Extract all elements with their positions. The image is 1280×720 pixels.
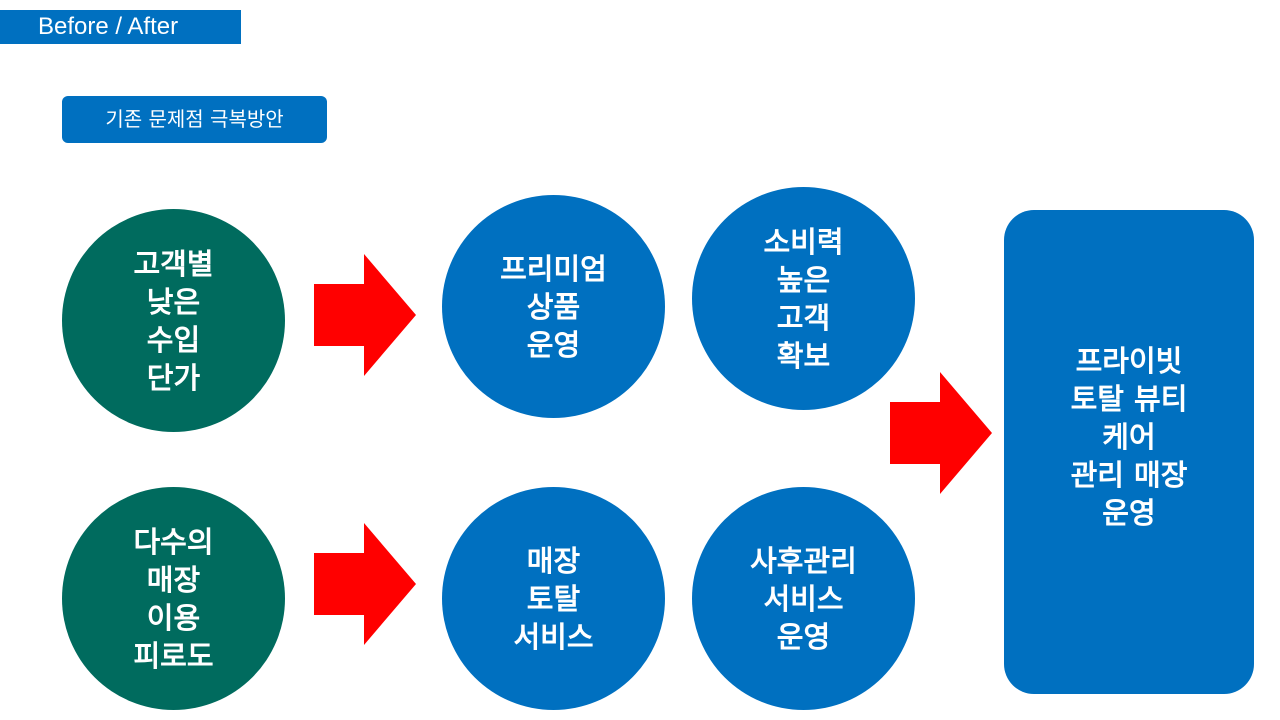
solution-circle-high-spending-customers: 소비력 높은 고객 확보 — [692, 187, 915, 410]
solution-label: 매장 토탈 서비스 — [513, 543, 594, 654]
problem-circle-store-fatigue: 다수의 매장 이용 피로도 — [62, 487, 285, 710]
right-arrow-icon — [314, 254, 416, 376]
slide-header: Before / After — [0, 10, 241, 44]
right-arrow-icon — [890, 372, 992, 494]
subtitle-badge: 기존 문제점 극복방안 — [62, 96, 327, 143]
solution-circle-aftercare-service: 사후관리 서비스 운영 — [692, 487, 915, 710]
problem-label: 고객별 낮은 수입 단가 — [133, 246, 214, 395]
right-arrow-icon — [314, 523, 416, 645]
result-label: 프라이빗 토탈 뷰티 케어 관리 매장 운영 — [1070, 344, 1188, 530]
subtitle-text: 기존 문제점 극복방안 — [105, 107, 284, 131]
result-box: 프라이빗 토탈 뷰티 케어 관리 매장 운영 — [1004, 210, 1254, 694]
slide-title: Before / After — [38, 13, 179, 40]
solution-label: 소비력 높은 고객 확보 — [763, 224, 844, 373]
solution-label: 프리미엄 상품 운영 — [500, 251, 607, 362]
problem-label: 다수의 매장 이용 피로도 — [133, 524, 214, 673]
problem-circle-low-revenue: 고객별 낮은 수입 단가 — [62, 209, 285, 432]
solution-label: 사후관리 서비스 운영 — [750, 543, 857, 654]
solution-circle-premium-products: 프리미엄 상품 운영 — [442, 195, 665, 418]
solution-circle-total-service: 매장 토탈 서비스 — [442, 487, 665, 710]
